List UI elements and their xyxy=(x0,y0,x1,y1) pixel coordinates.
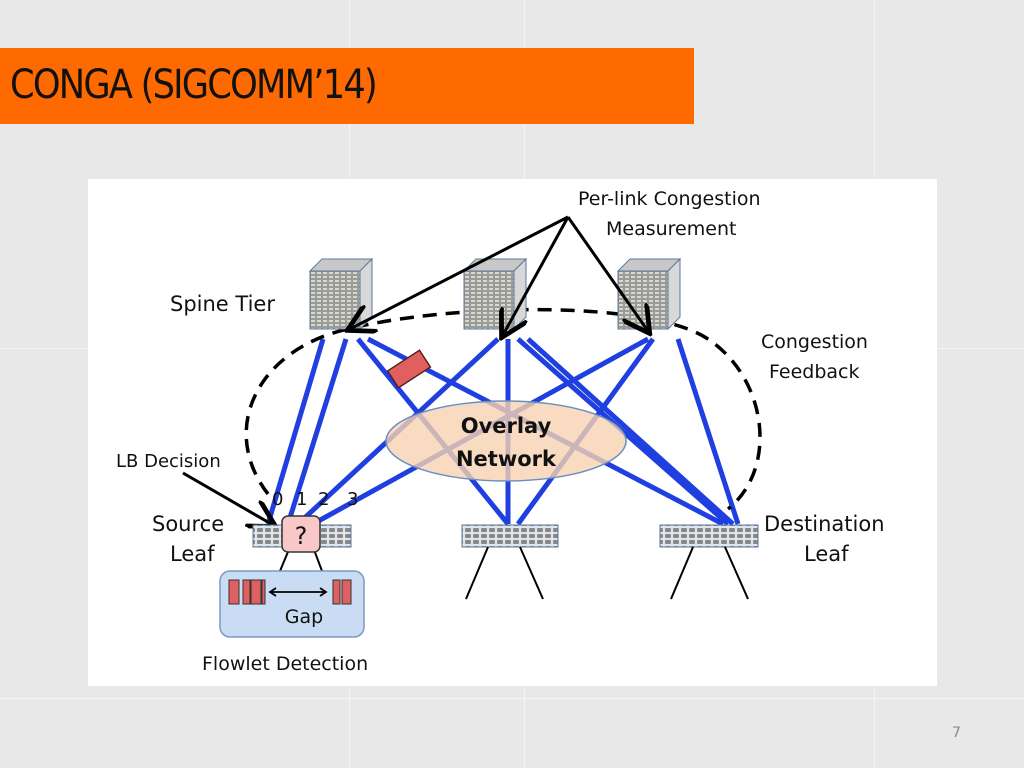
lb-decision-label: LB Decision xyxy=(116,451,221,472)
host-links xyxy=(279,546,749,600)
source-leaf-label-1: Source xyxy=(152,512,224,536)
page-number: 7 xyxy=(952,725,961,741)
gap-label: Gap xyxy=(285,606,323,628)
conga-diagram: Overlay Network xyxy=(88,179,937,686)
background-grid-line xyxy=(0,698,1024,699)
uplink-index: 2 xyxy=(318,489,329,510)
destination-leaf-switch xyxy=(659,524,759,548)
spine-switch xyxy=(462,257,528,331)
source-leaf-label-2: Leaf xyxy=(170,542,215,566)
packet-icon xyxy=(386,349,432,389)
decision-symbol: ? xyxy=(295,522,308,550)
per-link-label-1: Per-link Congestion xyxy=(578,188,761,210)
link xyxy=(526,337,735,526)
uplink-index: 3 xyxy=(347,489,358,510)
destination-leaf-label-2: Leaf xyxy=(804,542,849,566)
arrow xyxy=(182,471,273,525)
congestion-feedback-label-2: Feedback xyxy=(769,361,859,383)
middle-leaf-switch xyxy=(461,524,559,548)
uplink-index: 0 xyxy=(272,489,283,510)
flowlet-detection-label: Flowlet Detection xyxy=(202,653,368,675)
spine-switch xyxy=(308,257,374,331)
spine-switch xyxy=(616,257,682,331)
uplink-index: 1 xyxy=(296,489,307,510)
per-link-label-2: Measurement xyxy=(606,218,736,240)
congestion-feedback-label-1: Congestion xyxy=(761,331,868,353)
link xyxy=(675,338,741,525)
lb-decision-box xyxy=(281,515,321,553)
overlay-network xyxy=(385,400,627,482)
arrow xyxy=(503,216,570,335)
title-bar: CONGA (SIGCOMM’14) xyxy=(0,48,694,124)
destination-leaf-label-1: Destination xyxy=(764,512,885,536)
link xyxy=(265,338,326,525)
flowlet-packets xyxy=(228,579,352,605)
arrow xyxy=(350,215,569,329)
spine-tier-label: Spine Tier xyxy=(170,292,275,316)
congestion-feedback-loop xyxy=(244,307,762,511)
measurement-arrows xyxy=(182,215,648,525)
arrow xyxy=(566,216,648,331)
link xyxy=(285,338,349,525)
overlay-label-2: Network xyxy=(456,447,557,471)
slide-title: CONGA (SIGCOMM’14) xyxy=(10,62,378,108)
overlay-label-1: Overlay xyxy=(461,414,552,438)
